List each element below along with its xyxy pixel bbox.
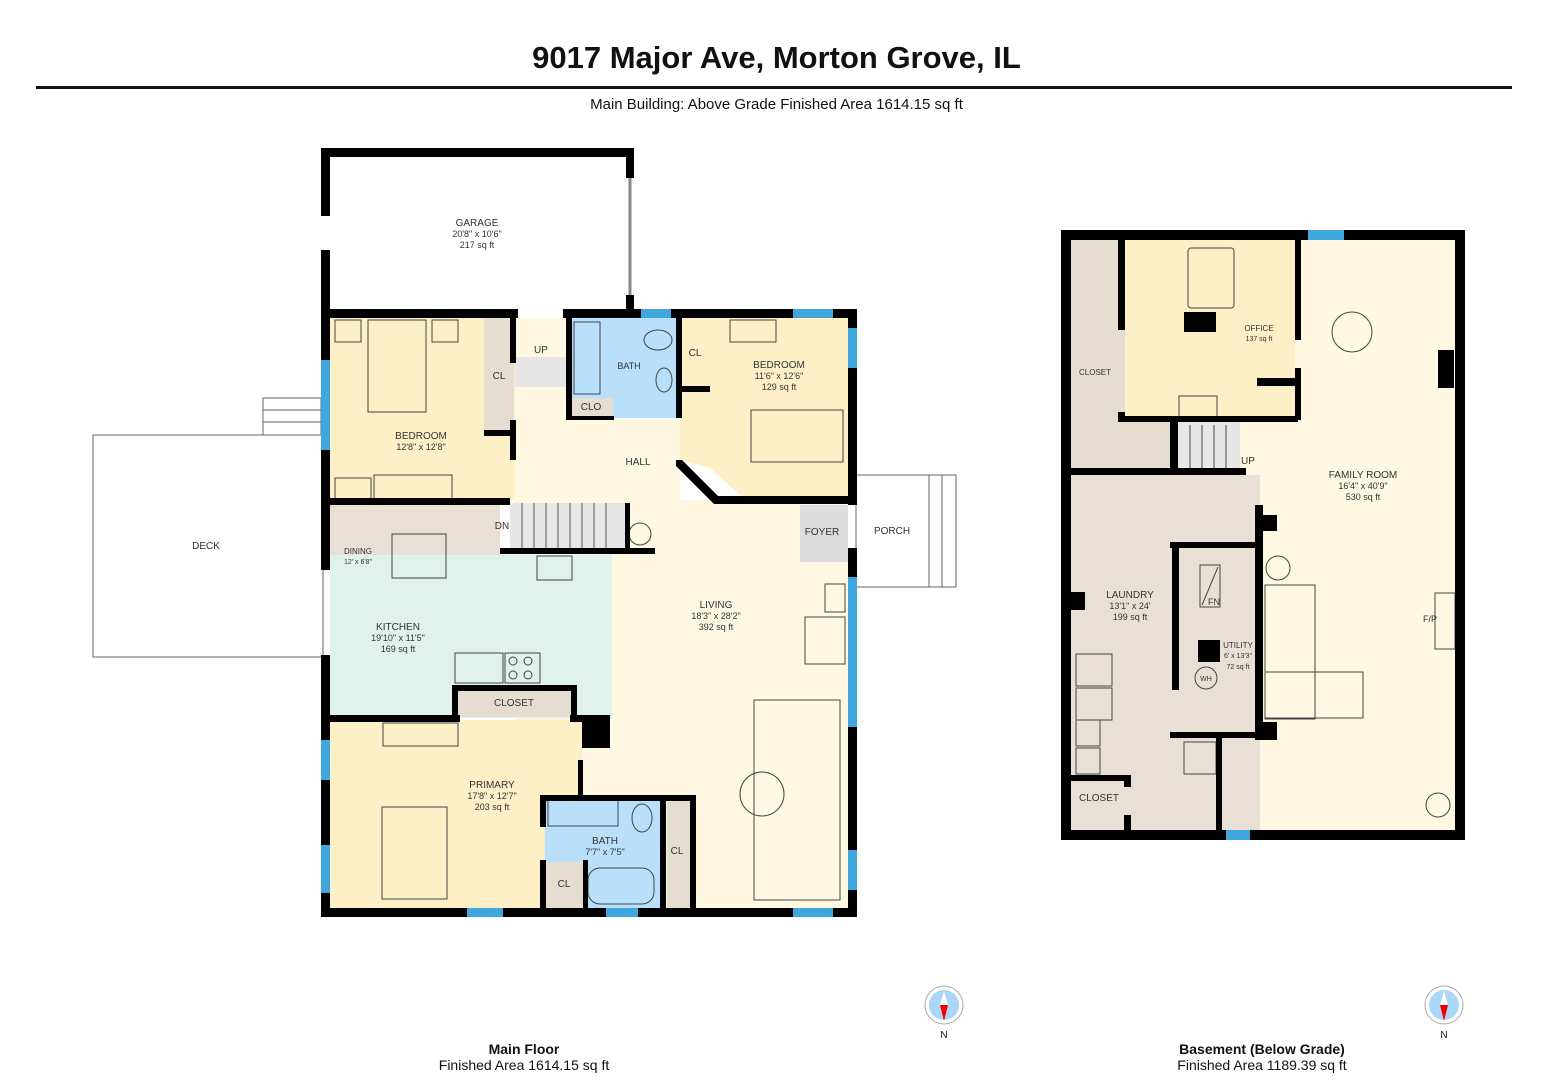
clo-floor bbox=[568, 398, 613, 418]
stairs-basement bbox=[1178, 420, 1240, 470]
room-label-cl-bath-left: CL bbox=[557, 879, 571, 890]
room-label-utility: UTILITY 6' x 13'3" 72 sq ft bbox=[1223, 641, 1253, 671]
room-label-dn: DN bbox=[494, 521, 510, 532]
room-label-hall: HALL bbox=[625, 457, 651, 468]
room-label-office: OFFICE 137 sq ft bbox=[1244, 324, 1274, 343]
room-label-dining: DINING 12' x 6'8" bbox=[343, 547, 373, 566]
room-label-cl-left: CL bbox=[492, 371, 506, 382]
compass-icon bbox=[1424, 985, 1464, 1025]
cl-bath-left-floor bbox=[545, 862, 583, 908]
room-label-bath-top: BATH bbox=[617, 361, 641, 371]
room-label-deck: DECK bbox=[192, 541, 220, 552]
room-label-bedroom-left: BEDROOM 12'8" x 12'8" bbox=[395, 431, 447, 452]
room-label-bedroom-right: BEDROOM 11'6" x 12'6" 129 sq ft bbox=[753, 360, 805, 392]
room-label-cl-bath-right: CL bbox=[670, 846, 684, 857]
label-fireplace: F/P bbox=[1422, 614, 1438, 624]
page-subtitle: Main Building: Above Grade Finished Area… bbox=[590, 96, 963, 113]
room-label-cl-right: CL bbox=[688, 348, 702, 359]
room-label-bath-primary: BATH 7'7" x 7'5" bbox=[585, 836, 625, 857]
room-label-clo: CLO bbox=[580, 402, 602, 413]
family-floor bbox=[1295, 240, 1455, 830]
deck-area bbox=[92, 434, 324, 658]
label-furnace: FN bbox=[1208, 597, 1220, 607]
main-floor-caption: Main Floor Finished Area 1614.15 sq ft bbox=[438, 1041, 610, 1073]
room-label-up: UP bbox=[534, 345, 548, 356]
room-label-closet: CLOSET bbox=[493, 698, 535, 709]
compass-basement: N bbox=[1424, 985, 1464, 1041]
label-water-heater: WH bbox=[1200, 676, 1212, 683]
basement-caption: Basement (Below Grade) Finished Area 118… bbox=[1177, 1041, 1347, 1073]
foyer-floor bbox=[800, 505, 848, 562]
title-divider bbox=[36, 86, 1512, 89]
room-label-closet-bottom: CLOSET bbox=[1078, 793, 1120, 804]
compass-main-floor: N bbox=[924, 985, 964, 1041]
closet-floor bbox=[458, 690, 571, 717]
cl-bath-right-floor bbox=[667, 800, 693, 908]
compass-icon bbox=[924, 985, 964, 1025]
room-label-primary: PRIMARY 17'8" x 12'7" 203 sq ft bbox=[467, 780, 517, 812]
room-label-porch: PORCH bbox=[873, 526, 911, 537]
deck-steps bbox=[262, 397, 322, 436]
room-label-garage: GARAGE 20'8" x 10'6" 217 sq ft bbox=[452, 218, 502, 250]
porch-area bbox=[855, 474, 957, 588]
room-label-kitchen: KITCHEN 19'10" x 11'5" 169 sq ft bbox=[371, 622, 425, 654]
room-label-foyer: FOYER bbox=[804, 527, 840, 538]
closet-bottom-floor bbox=[1070, 782, 1125, 830]
page-title: 9017 Major Ave, Morton Grove, IL bbox=[532, 40, 1021, 75]
room-label-up-basement: UP bbox=[1241, 456, 1255, 467]
room-label-living: LIVING 18'3" x 28'2" 392 sq ft bbox=[691, 600, 741, 632]
cl-left-floor bbox=[484, 318, 514, 433]
stairs-up bbox=[515, 357, 567, 387]
room-label-family: FAMILY ROOM 16'4" x 40'9" 530 sq ft bbox=[1328, 470, 1398, 502]
room-label-laundry: LAUNDRY 13'1" x 24' 199 sq ft bbox=[1106, 590, 1154, 622]
garage-floor bbox=[330, 156, 628, 310]
room-label-closet-top: CLOSET bbox=[1078, 368, 1112, 377]
